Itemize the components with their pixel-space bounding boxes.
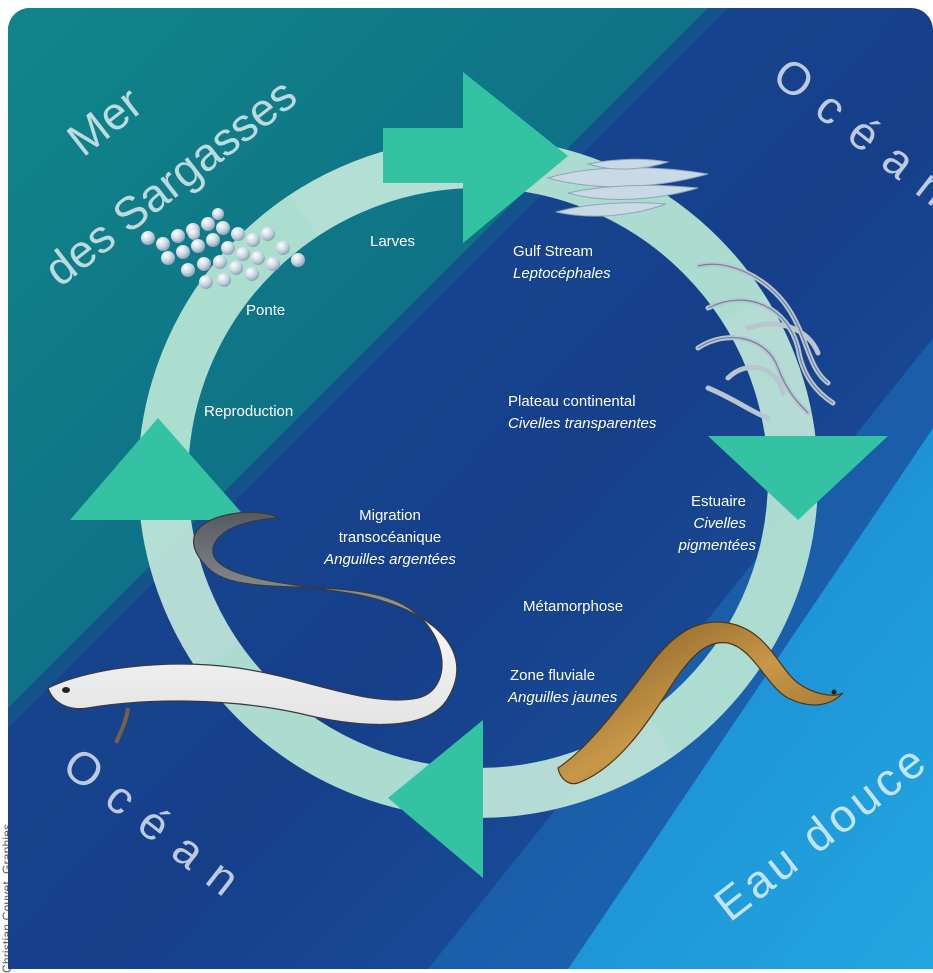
arrow-bottom	[388, 720, 483, 878]
stage-reproduction: Reproduction	[204, 403, 293, 420]
arrow-right	[708, 436, 888, 520]
eggs-illustration	[141, 208, 305, 289]
stage-civelles-transparentes: Civelles transparentes	[508, 415, 657, 432]
glass-eels-outline	[697, 263, 834, 414]
stage-anguilles-argentees: Anguilles argentées	[323, 551, 456, 568]
stage-plateau-continental: Plateau continental	[508, 393, 636, 410]
stage-transoceanique: transocéanique	[339, 529, 442, 546]
stage-estuaire: Estuaire	[691, 493, 746, 510]
stage-migration: Migration	[359, 507, 421, 524]
stage-anguilles-jaunes: Anguilles jaunes	[507, 689, 618, 706]
stage-metamorphose: Métamorphose	[523, 598, 623, 615]
eel-life-cycle-diagram: Mer des Sargasses Océan Océan Eau douce	[8, 8, 933, 969]
stage-zone-fluviale: Zone fluviale	[510, 667, 595, 684]
leptocephales-illustration	[546, 158, 709, 217]
silver-eel-illustration	[47, 511, 458, 744]
stage-leptocephales: Leptocéphales	[513, 265, 611, 282]
stage-civelles-pigmentees-2: pigmentées	[677, 537, 756, 554]
stage-larves: Larves	[370, 233, 415, 250]
stage-gulf-stream: Gulf Stream	[513, 243, 593, 260]
arrow-left	[70, 418, 248, 520]
freshwater-zone	[568, 338, 933, 969]
yellow-eel-illustration	[557, 621, 844, 785]
stage-ponte: Ponte	[246, 302, 285, 319]
arrow-top	[383, 72, 568, 243]
stage-civelles-pigmentees-1: Civelles	[693, 515, 746, 532]
cycle-diagram-svg: Mer des Sargasses Océan Océan Eau douce	[8, 8, 933, 969]
